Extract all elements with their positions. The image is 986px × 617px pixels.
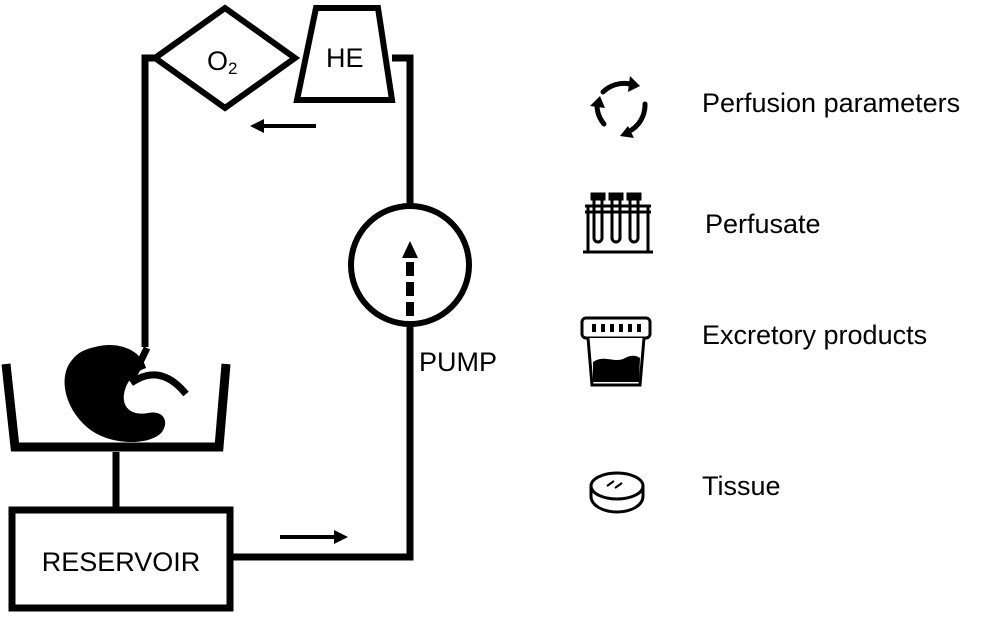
reservoir-box bbox=[8, 506, 234, 612]
flow-arrow-right bbox=[280, 530, 348, 544]
heat-exchanger: HE bbox=[293, 5, 396, 103]
heat-exchanger-shape bbox=[293, 5, 396, 103]
reservoir-label: RESERVOIR bbox=[42, 547, 201, 577]
cycle-arrows-icon bbox=[590, 76, 648, 138]
legend-label-perfusion-parameters: Perfusion parameters bbox=[702, 88, 961, 118]
legend-label-excretory-products: Excretory products bbox=[702, 320, 928, 350]
tube-pump-to-he bbox=[392, 54, 414, 213]
specimen-cup-icon bbox=[580, 316, 652, 387]
tube-reservoir-to-pump bbox=[233, 315, 414, 561]
pump-flow-arrow bbox=[402, 241, 418, 316]
flow-arrow-left bbox=[250, 119, 316, 133]
kidney-icon bbox=[64, 344, 189, 443]
reservoir: RESERVOIR bbox=[8, 506, 234, 612]
organ-chamber bbox=[1, 363, 231, 452]
tissue-sample-icon bbox=[589, 471, 645, 514]
legend-label-tissue: Tissue bbox=[702, 471, 781, 501]
legend-label-perfusate: Perfusate bbox=[705, 209, 821, 239]
pump: PUMP bbox=[348, 203, 497, 377]
test-tube-rack-icon bbox=[583, 192, 653, 254]
oxygenator-label: O2 bbox=[207, 46, 237, 78]
pump-label: PUMP bbox=[419, 347, 497, 377]
heat-exchanger-label: HE bbox=[326, 43, 364, 73]
tube-o2-to-organ bbox=[141, 54, 155, 347]
oxygenator-shape bbox=[149, 4, 301, 112]
oxygenator: O2 bbox=[149, 4, 301, 112]
